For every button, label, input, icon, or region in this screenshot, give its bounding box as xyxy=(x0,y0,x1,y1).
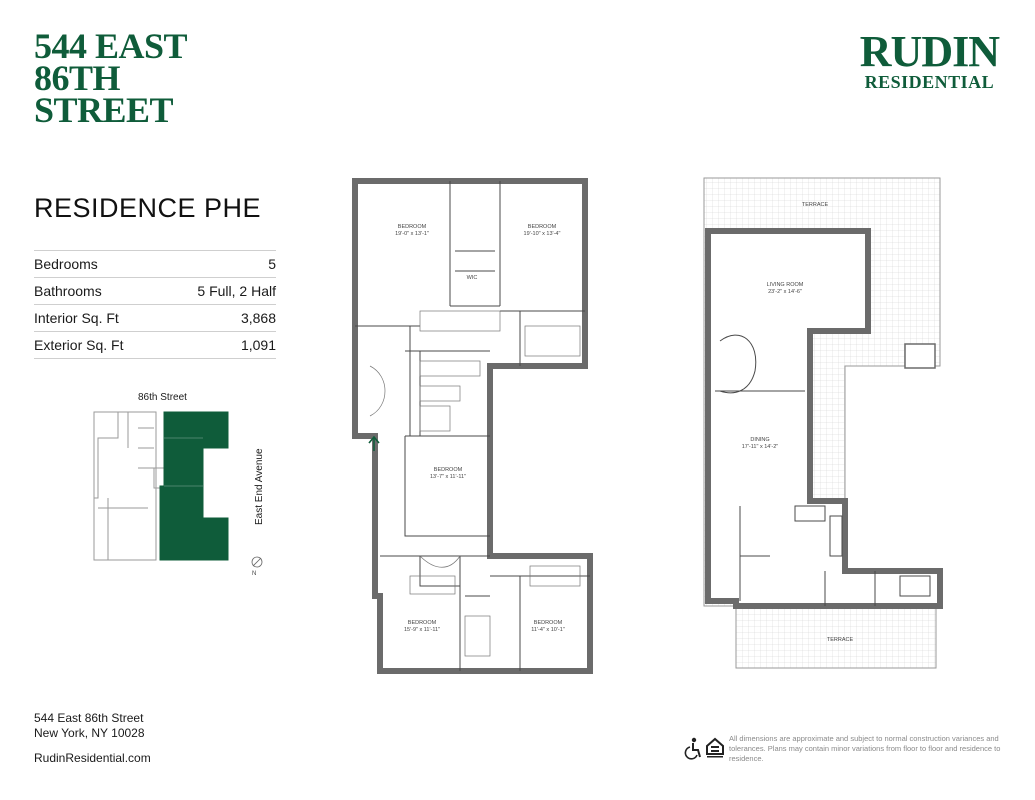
terrace-lower xyxy=(735,605,937,669)
specs-table: Bedrooms 5 Bathrooms 5 Full, 2 Half Inte… xyxy=(34,250,276,359)
building-title-line: STREET xyxy=(34,90,174,130)
key-plan xyxy=(93,411,229,561)
residence-title: RESIDENCE PHE xyxy=(34,193,262,223)
key-plan-street-label: 86th Street xyxy=(138,392,187,403)
address-line2: New York, NY 10028 xyxy=(34,726,145,740)
room-dims: 11'-4" x 10'-1" xyxy=(531,627,564,633)
spec-row: Bedrooms 5 xyxy=(34,250,276,277)
building-title: 544 EAST 86TH STREET xyxy=(34,26,188,130)
equal-housing-icon xyxy=(706,737,724,758)
room-name: BEDROOM xyxy=(528,224,557,230)
north-arrow-icon: N xyxy=(251,556,263,577)
address: 544 East 86th Street New York, NY 10028 xyxy=(34,711,145,741)
room-name: BEDROOM xyxy=(434,467,463,473)
room-name: WIC xyxy=(467,275,478,281)
room-labels: TERRACE LIVING ROOM 23'-2" x 14'-6" DINI… xyxy=(742,202,854,643)
key-plan-outline xyxy=(93,411,165,561)
room-dims: 19'-0" x 13'-1" xyxy=(395,231,429,237)
interior-lines xyxy=(715,334,931,606)
floor-plan-lower: BEDROOM 19'-0" x 13'-1" BEDROOM 19'-10" … xyxy=(352,178,593,674)
disclaimer: All dimensions are approximate and subje… xyxy=(729,734,1001,763)
room-name: DINING xyxy=(750,437,769,443)
floor-plan-upper: TERRACE LIVING ROOM 23'-2" x 14'-6" DINI… xyxy=(703,177,943,669)
entry-arrow-icon xyxy=(368,435,380,451)
room-name: BEDROOM xyxy=(534,620,563,626)
room-labels: BEDROOM 19'-0" x 13'-1" BEDROOM 19'-10" … xyxy=(395,224,565,633)
spec-label: Bedrooms xyxy=(34,256,98,272)
room-dims: 23'-2" x 14'-6" xyxy=(768,289,802,295)
room-dims: 19'-10" x 13'-4" xyxy=(524,231,561,237)
room-dims: 15'-9" x 11'-11" xyxy=(404,627,440,633)
spec-label: Bathrooms xyxy=(34,283,102,299)
spec-row: Exterior Sq. Ft 1,091 xyxy=(34,331,276,359)
walls xyxy=(352,178,593,674)
spec-value: 3,868 xyxy=(240,310,276,326)
terrace-fixture xyxy=(904,343,936,369)
spec-value: 5 xyxy=(268,256,276,272)
interior-walls xyxy=(705,228,943,609)
room-name: TERRACE xyxy=(802,202,829,208)
spec-row: Bathrooms 5 Full, 2 Half xyxy=(34,277,276,304)
spec-value: 5 Full, 2 Half xyxy=(197,283,276,299)
room-name: BEDROOM xyxy=(398,224,427,230)
spec-row: Interior Sq. Ft 3,868 xyxy=(34,304,276,331)
key-plan-avenue-label: East End Avenue xyxy=(254,448,265,525)
building-title-line: 86TH xyxy=(34,58,121,98)
svg-text:N: N xyxy=(252,571,256,577)
room-name: BEDROOM xyxy=(408,620,437,626)
room-dims: 13'-7" x 11'-11" xyxy=(430,474,466,480)
logo-line1: RUDIN xyxy=(859,27,1000,76)
room-dims: 17'-11" x 14'-2" xyxy=(742,444,779,450)
spec-value: 1,091 xyxy=(240,337,276,353)
building-title-line: 544 EAST xyxy=(34,26,188,66)
logo-line2: RESIDENTIAL xyxy=(864,72,995,92)
room-name: TERRACE xyxy=(827,637,854,643)
address-line1: 544 East 86th Street xyxy=(34,711,144,725)
spec-label: Interior Sq. Ft xyxy=(34,310,119,326)
website-link[interactable]: RudinResidential.com xyxy=(34,751,151,765)
accessibility-icon xyxy=(684,737,701,760)
key-plan-highlight-lines xyxy=(164,437,203,487)
room-name: LIVING ROOM xyxy=(767,282,804,288)
spec-label: Exterior Sq. Ft xyxy=(34,337,124,353)
rudin-logo: RUDIN RESIDENTIAL xyxy=(859,27,1000,93)
fixtures xyxy=(369,310,581,657)
